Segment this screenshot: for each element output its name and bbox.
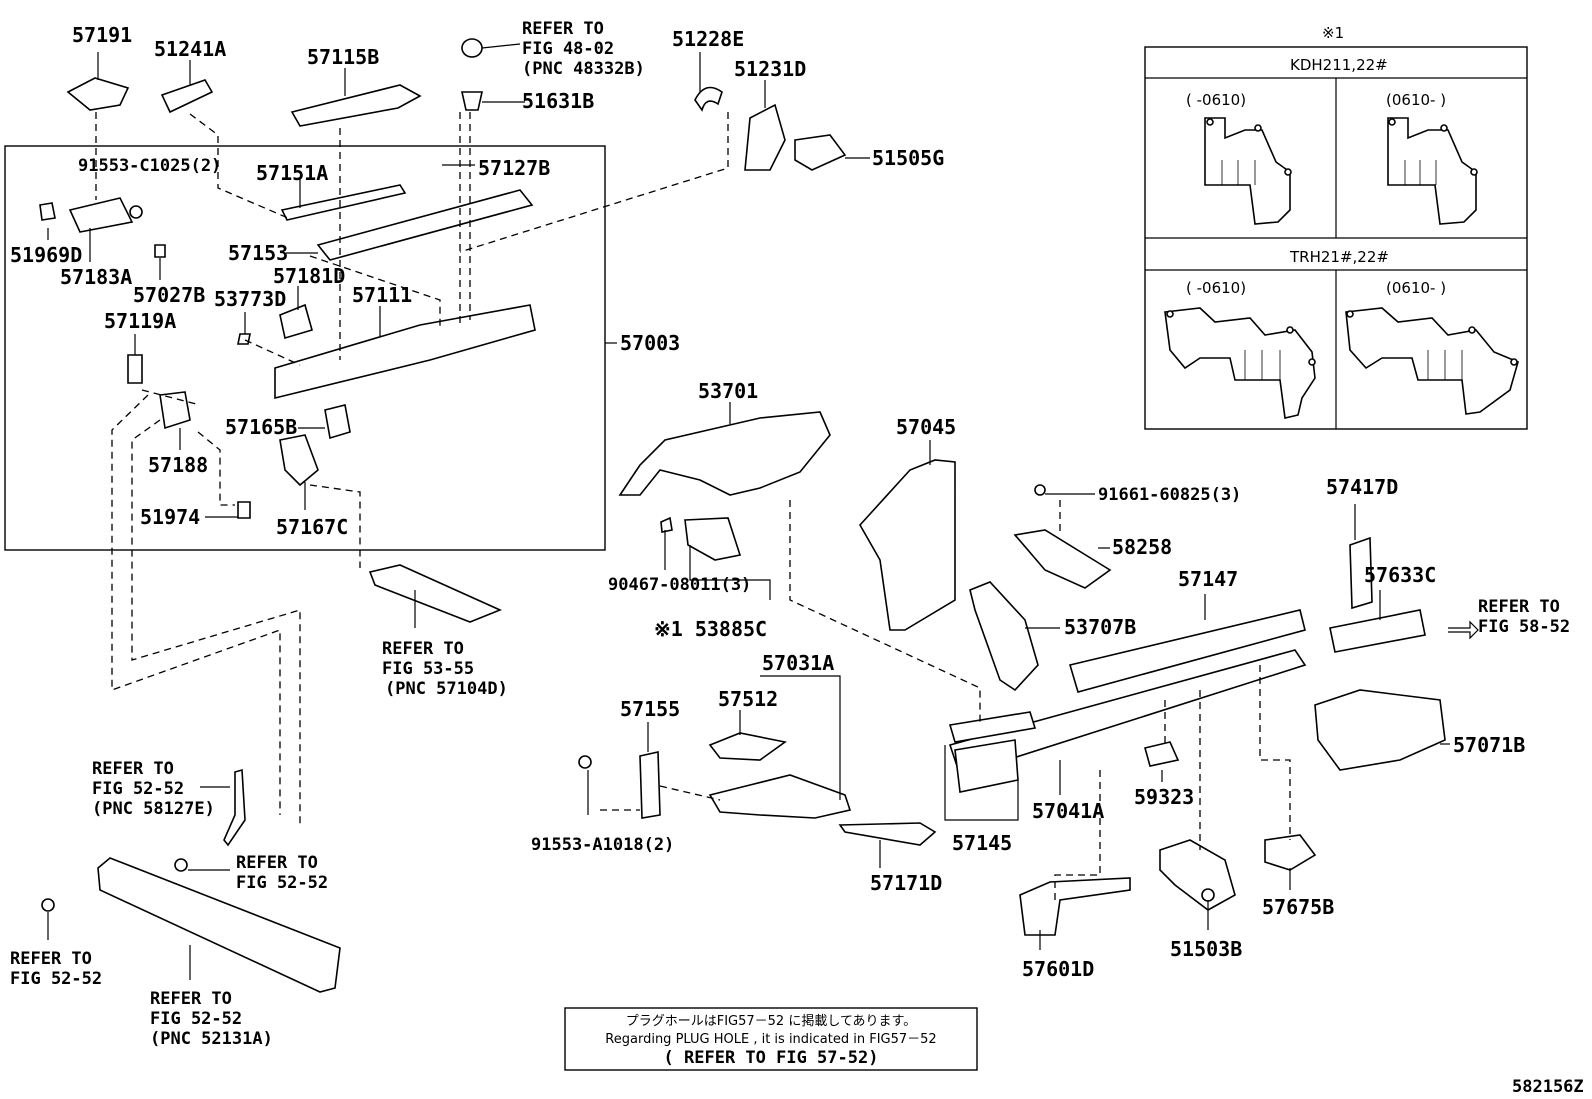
inset-range-kdh-2: (0610- ) (1386, 91, 1446, 109)
diagram-code: 582156Z (1512, 1077, 1584, 1097)
refer-5355: REFER TO FIG 53-55 (PNC 57104D) (382, 639, 508, 699)
label-57191: 57191 (72, 23, 132, 47)
inset-mark: ※1 (1322, 24, 1344, 42)
label-57167C: 57167C (276, 515, 348, 539)
refer-5252-b: REFER TO FIG 52-52 (236, 853, 328, 893)
label-91553-a1018: 91553-A1018(2) (531, 835, 674, 855)
label-57071B: 57071B (1453, 733, 1525, 757)
label-57512: 57512 (718, 687, 778, 711)
refer-5252-d: REFER TO FIG 52-52 (PNC 52131A) (150, 989, 273, 1049)
label-57145: 57145 (952, 831, 1012, 855)
svg-text:FIG 52-52: FIG 52-52 (10, 969, 102, 989)
label-57031A: 57031A (762, 651, 834, 675)
svg-text:FIG 52-52: FIG 52-52 (150, 1009, 242, 1029)
inset-panel (1144, 46, 1528, 430)
label-51228E: 51228E (672, 27, 744, 51)
svg-text:( REFER TO FIG 57-52): ( REFER TO FIG 57-52) (664, 1048, 879, 1068)
label-57045: 57045 (896, 415, 956, 439)
label-91661-60825: 91661-60825(3) (1098, 485, 1241, 505)
group-box-57003 (4, 145, 606, 551)
svg-text:FIG 53-55: FIG 53-55 (382, 659, 474, 679)
svg-text:(PNC 52131A): (PNC 52131A) (150, 1029, 273, 1049)
svg-text:REFER TO: REFER TO (522, 19, 604, 39)
label-57165B: 57165B (225, 415, 297, 439)
svg-text:(PNC 57104D): (PNC 57104D) (385, 679, 508, 699)
label-57188: 57188 (148, 453, 208, 477)
part-labels: 57191 51241A 57115B 51631B 51228E 51231D… (10, 23, 1525, 981)
label-57601D: 57601D (1022, 957, 1094, 981)
label-57147: 57147 (1178, 567, 1238, 591)
refer-5252-c: REFER TO FIG 52-52 (10, 949, 102, 989)
label-57041A: 57041A (1032, 799, 1104, 823)
svg-text:(PNC 48332B): (PNC 48332B) (522, 59, 645, 79)
label-57155: 57155 (620, 697, 680, 721)
svg-text:FIG 52-52: FIG 52-52 (92, 779, 184, 799)
label-51505G: 51505G (872, 146, 944, 170)
label-58258: 58258 (1112, 535, 1172, 559)
part-shapes (39, 38, 1446, 993)
label-57183A: 57183A (60, 265, 132, 289)
label-53885C: ※1 53885C (654, 617, 767, 641)
label-57417D: 57417D (1326, 475, 1398, 499)
label-51631B: 51631B (522, 89, 594, 113)
svg-text:REFER TO: REFER TO (150, 989, 232, 1009)
inset-range-kdh-1: ( -0610) (1186, 91, 1246, 109)
label-53701: 53701 (698, 379, 758, 403)
svg-text:REFER TO: REFER TO (1478, 597, 1560, 617)
refer-5852: REFER TO FIG 58-52 (1478, 597, 1570, 637)
label-57003: 57003 (620, 331, 680, 355)
label-57027B: 57027B (133, 283, 205, 307)
inset-range-trh-2: (0610- ) (1386, 279, 1446, 297)
label-57111: 57111 (352, 283, 412, 307)
svg-text:REFER TO: REFER TO (92, 759, 174, 779)
label-51969D: 51969D (10, 243, 82, 267)
svg-text:FIG 58-52: FIG 58-52 (1478, 617, 1570, 637)
svg-text:Regarding PLUG HOLE , it is: Regarding PLUG HOLE , it is indicated in… (605, 1032, 936, 1047)
svg-text:FIG 52-52: FIG 52-52 (236, 873, 328, 893)
label-57171D: 57171D (870, 871, 942, 895)
inset-range-trh-1: ( -0610) (1186, 279, 1246, 297)
svg-text:FIG 48-02: FIG 48-02 (522, 39, 614, 59)
label-59323: 59323 (1134, 785, 1194, 809)
plug-hole-note: プラグホールはFIG57－52 に掲載してあります。 Regarding PLU… (564, 1007, 978, 1071)
label-90467-08011: 90467-08011(3) (608, 575, 751, 595)
inset-model-kdh: KDH211,22# (1290, 56, 1388, 74)
label-57151A: 57151A (256, 161, 328, 185)
refer-5252-a: REFER TO FIG 52-52 (PNC 58127E) (92, 759, 215, 819)
label-57181D: 57181D (273, 264, 345, 288)
label-57115B: 57115B (307, 45, 379, 69)
inset-model-trh: TRH21#,22# (1289, 248, 1389, 266)
label-57675B: 57675B (1262, 895, 1334, 919)
svg-text:プラグホールはFIG57－52 に掲載してあります。: プラグホールはFIG57－52 に掲載してあります。 (626, 1013, 917, 1029)
leader-lines (47, 43, 1479, 980)
svg-text:REFER TO: REFER TO (10, 949, 92, 969)
label-57119A: 57119A (104, 309, 176, 333)
refer-4802: REFER TO FIG 48-02 (PNC 48332B) (522, 19, 645, 79)
label-53773D: 53773D (214, 287, 286, 311)
dashed-connectors (95, 112, 1291, 900)
label-51974: 51974 (140, 505, 200, 529)
label-51231D: 51231D (734, 57, 806, 81)
label-57127B: 57127B (478, 156, 550, 180)
label-57633C: 57633C (1364, 563, 1436, 587)
label-91553-c1025: 91553-C1025(2) (78, 156, 221, 176)
label-57153: 57153 (228, 241, 288, 265)
label-53707B: 53707B (1064, 615, 1136, 639)
svg-text:REFER TO: REFER TO (382, 639, 464, 659)
svg-text:(PNC 58127E): (PNC 58127E) (92, 799, 215, 819)
svg-text:REFER TO: REFER TO (236, 853, 318, 873)
label-51503B: 51503B (1170, 937, 1242, 961)
label-51241A: 51241A (154, 37, 226, 61)
